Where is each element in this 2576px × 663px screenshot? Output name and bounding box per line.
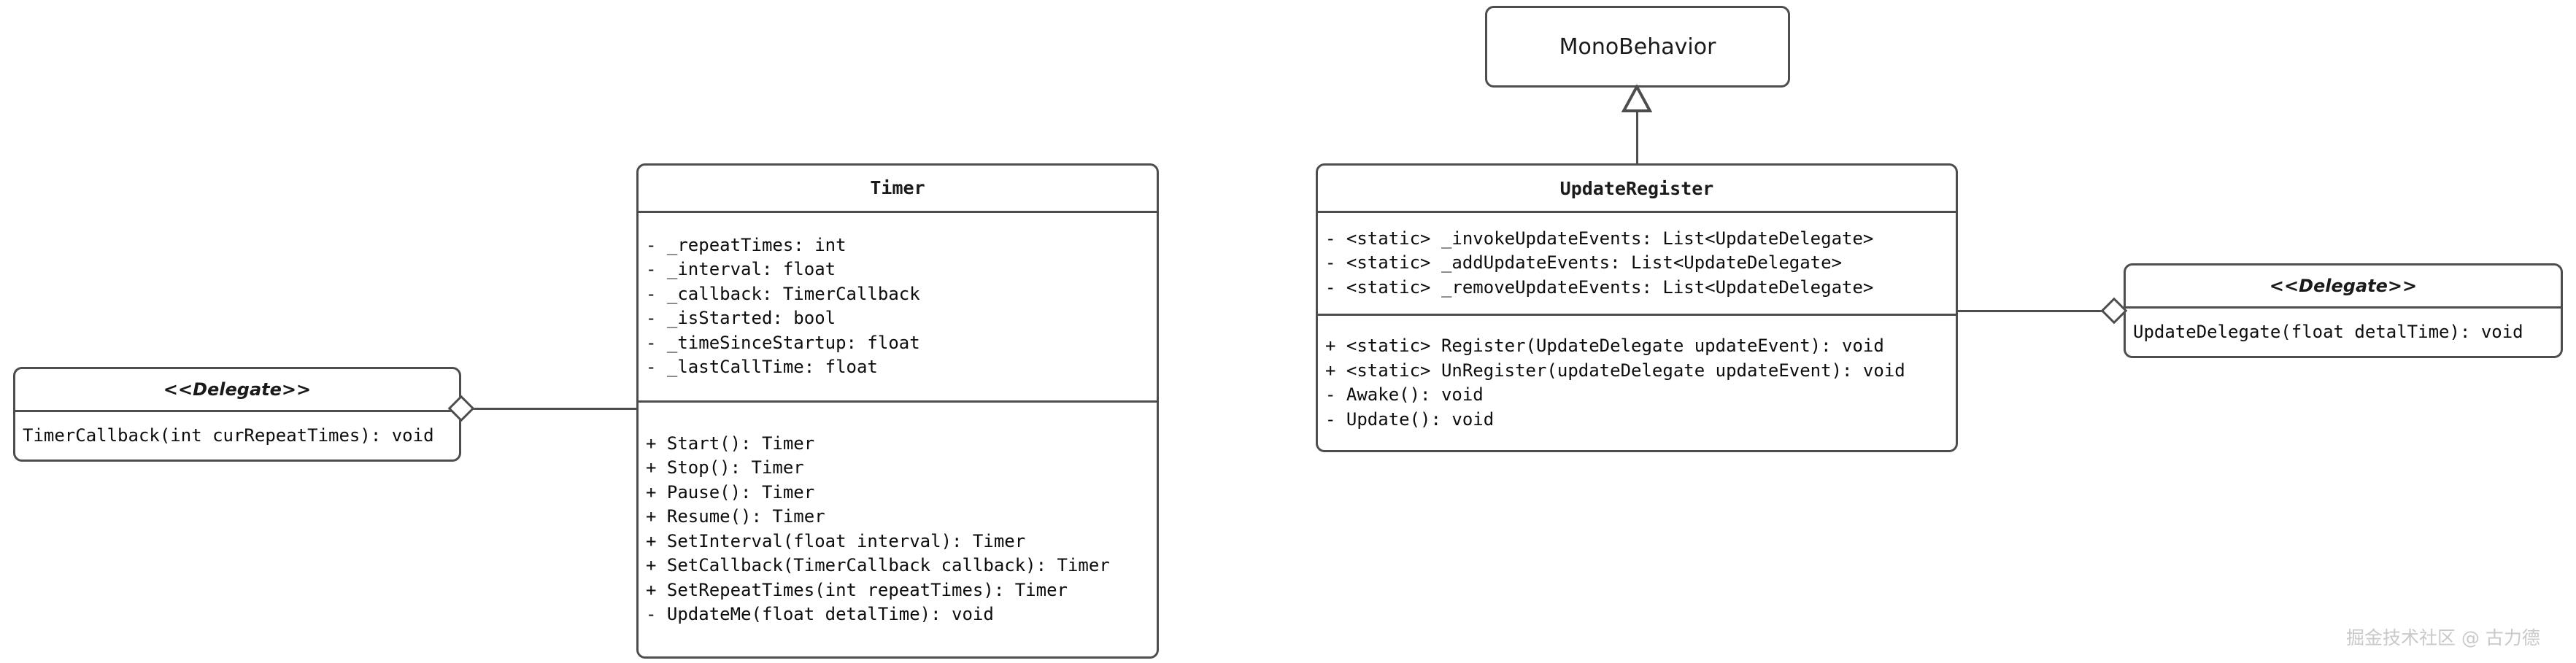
method-row: + <static> Register(UpdateDelegate updat…: [1325, 336, 1884, 356]
class-box-timer[interactable]: Timer - _repeatTimes: int - _interval: f…: [636, 163, 1159, 659]
attribute-row: - _callback: TimerCallback: [646, 283, 920, 304]
attribute-row: - _isStarted: bool: [646, 308, 836, 329]
class-attributes-timer: - _repeatTimes: int - _interval: float -…: [639, 210, 1157, 400]
class-title-monobehavior: MonoBehavior: [1559, 34, 1716, 60]
method-row: - Awake(): void: [1325, 384, 1484, 405]
aggregation-edge-timercallback-timer: [471, 408, 639, 410]
attribute-row: - <static> _addUpdateEvents: List<Update…: [1325, 252, 1843, 274]
method-row: + SetCallback(TimerCallback callback): T…: [646, 555, 1110, 576]
class-title-updateregister: UpdateRegister: [1559, 177, 1714, 199]
watermark-text: 掘金技术社区 @ 古力德: [2346, 627, 2540, 648]
method-row: + SetInterval(float interval): Timer: [646, 530, 1026, 551]
method-row: - Update(): void: [1325, 408, 1495, 430]
stereotype-label-updatedelegate: <<Delegate>>: [2269, 276, 2418, 297]
attribute-row: - _interval: float: [646, 259, 836, 280]
class-box-updateregister[interactable]: UpdateRegister - <static> _invokeUpdateE…: [1316, 163, 1958, 452]
class-methods-timer: + Start(): Timer + Stop(): Timer + Pause…: [639, 400, 1157, 656]
delegate-signature-section-timercallback: TimerCallback(int curRepeatTimes): void: [15, 410, 459, 460]
method-row: + Resume(): Timer: [646, 506, 825, 527]
class-box-updatedelegate-delegate[interactable]: <<Delegate>> UpdateDelegate(float detalT…: [2124, 263, 2563, 358]
method-row: + Start(): Timer: [646, 433, 815, 454]
method-row: - UpdateMe(float detalTime): void: [646, 604, 994, 625]
class-box-monobehavior[interactable]: MonoBehavior: [1485, 6, 1790, 88]
attribute-row: - _lastCallTime: float: [646, 357, 878, 378]
inheritance-triangle-outline-icon: [1621, 85, 1652, 112]
attribute-row: - <static> _removeUpdateEvents: List<Upd…: [1325, 276, 1874, 298]
class-box-timercallback-delegate[interactable]: <<Delegate>> TimerCallback(int curRepeat…: [13, 367, 461, 462]
method-row: + <static> UnRegister(updateDelegate upd…: [1325, 360, 1905, 381]
class-methods-updateregister: + <static> Register(UpdateDelegate updat…: [1318, 314, 1956, 450]
attribute-row: - _timeSinceStartup: float: [646, 332, 920, 353]
aggregation-edge-updatedelegate-updateregister: [1958, 310, 2104, 312]
method-row: + Pause(): Timer: [646, 481, 815, 503]
delegate-signature-row: TimerCallback(int curRepeatTimes): void: [23, 424, 434, 446]
class-attributes-updateregister: - <static> _invokeUpdateEvents: List<Upd…: [1318, 211, 1956, 314]
stereotype-label-timercallback: <<Delegate>>: [163, 379, 312, 400]
delegate-signature-row: UpdateDelegate(float detalTime): void: [2133, 321, 2523, 342]
attribute-row: - _repeatTimes: int: [646, 234, 847, 255]
delegate-signature-section-updatedelegate: UpdateDelegate(float detalTime): void: [2126, 306, 2561, 356]
method-row: + Stop(): Timer: [646, 457, 804, 478]
inheritance-edge-updateregister-monobehavior: [1636, 88, 1638, 163]
attribute-row: - <static> _invokeUpdateEvents: List<Upd…: [1325, 228, 1874, 249]
class-title-timer: Timer: [870, 177, 925, 199]
method-row: + SetRepeatTimes(int repeatTimes): Timer: [646, 579, 1068, 600]
